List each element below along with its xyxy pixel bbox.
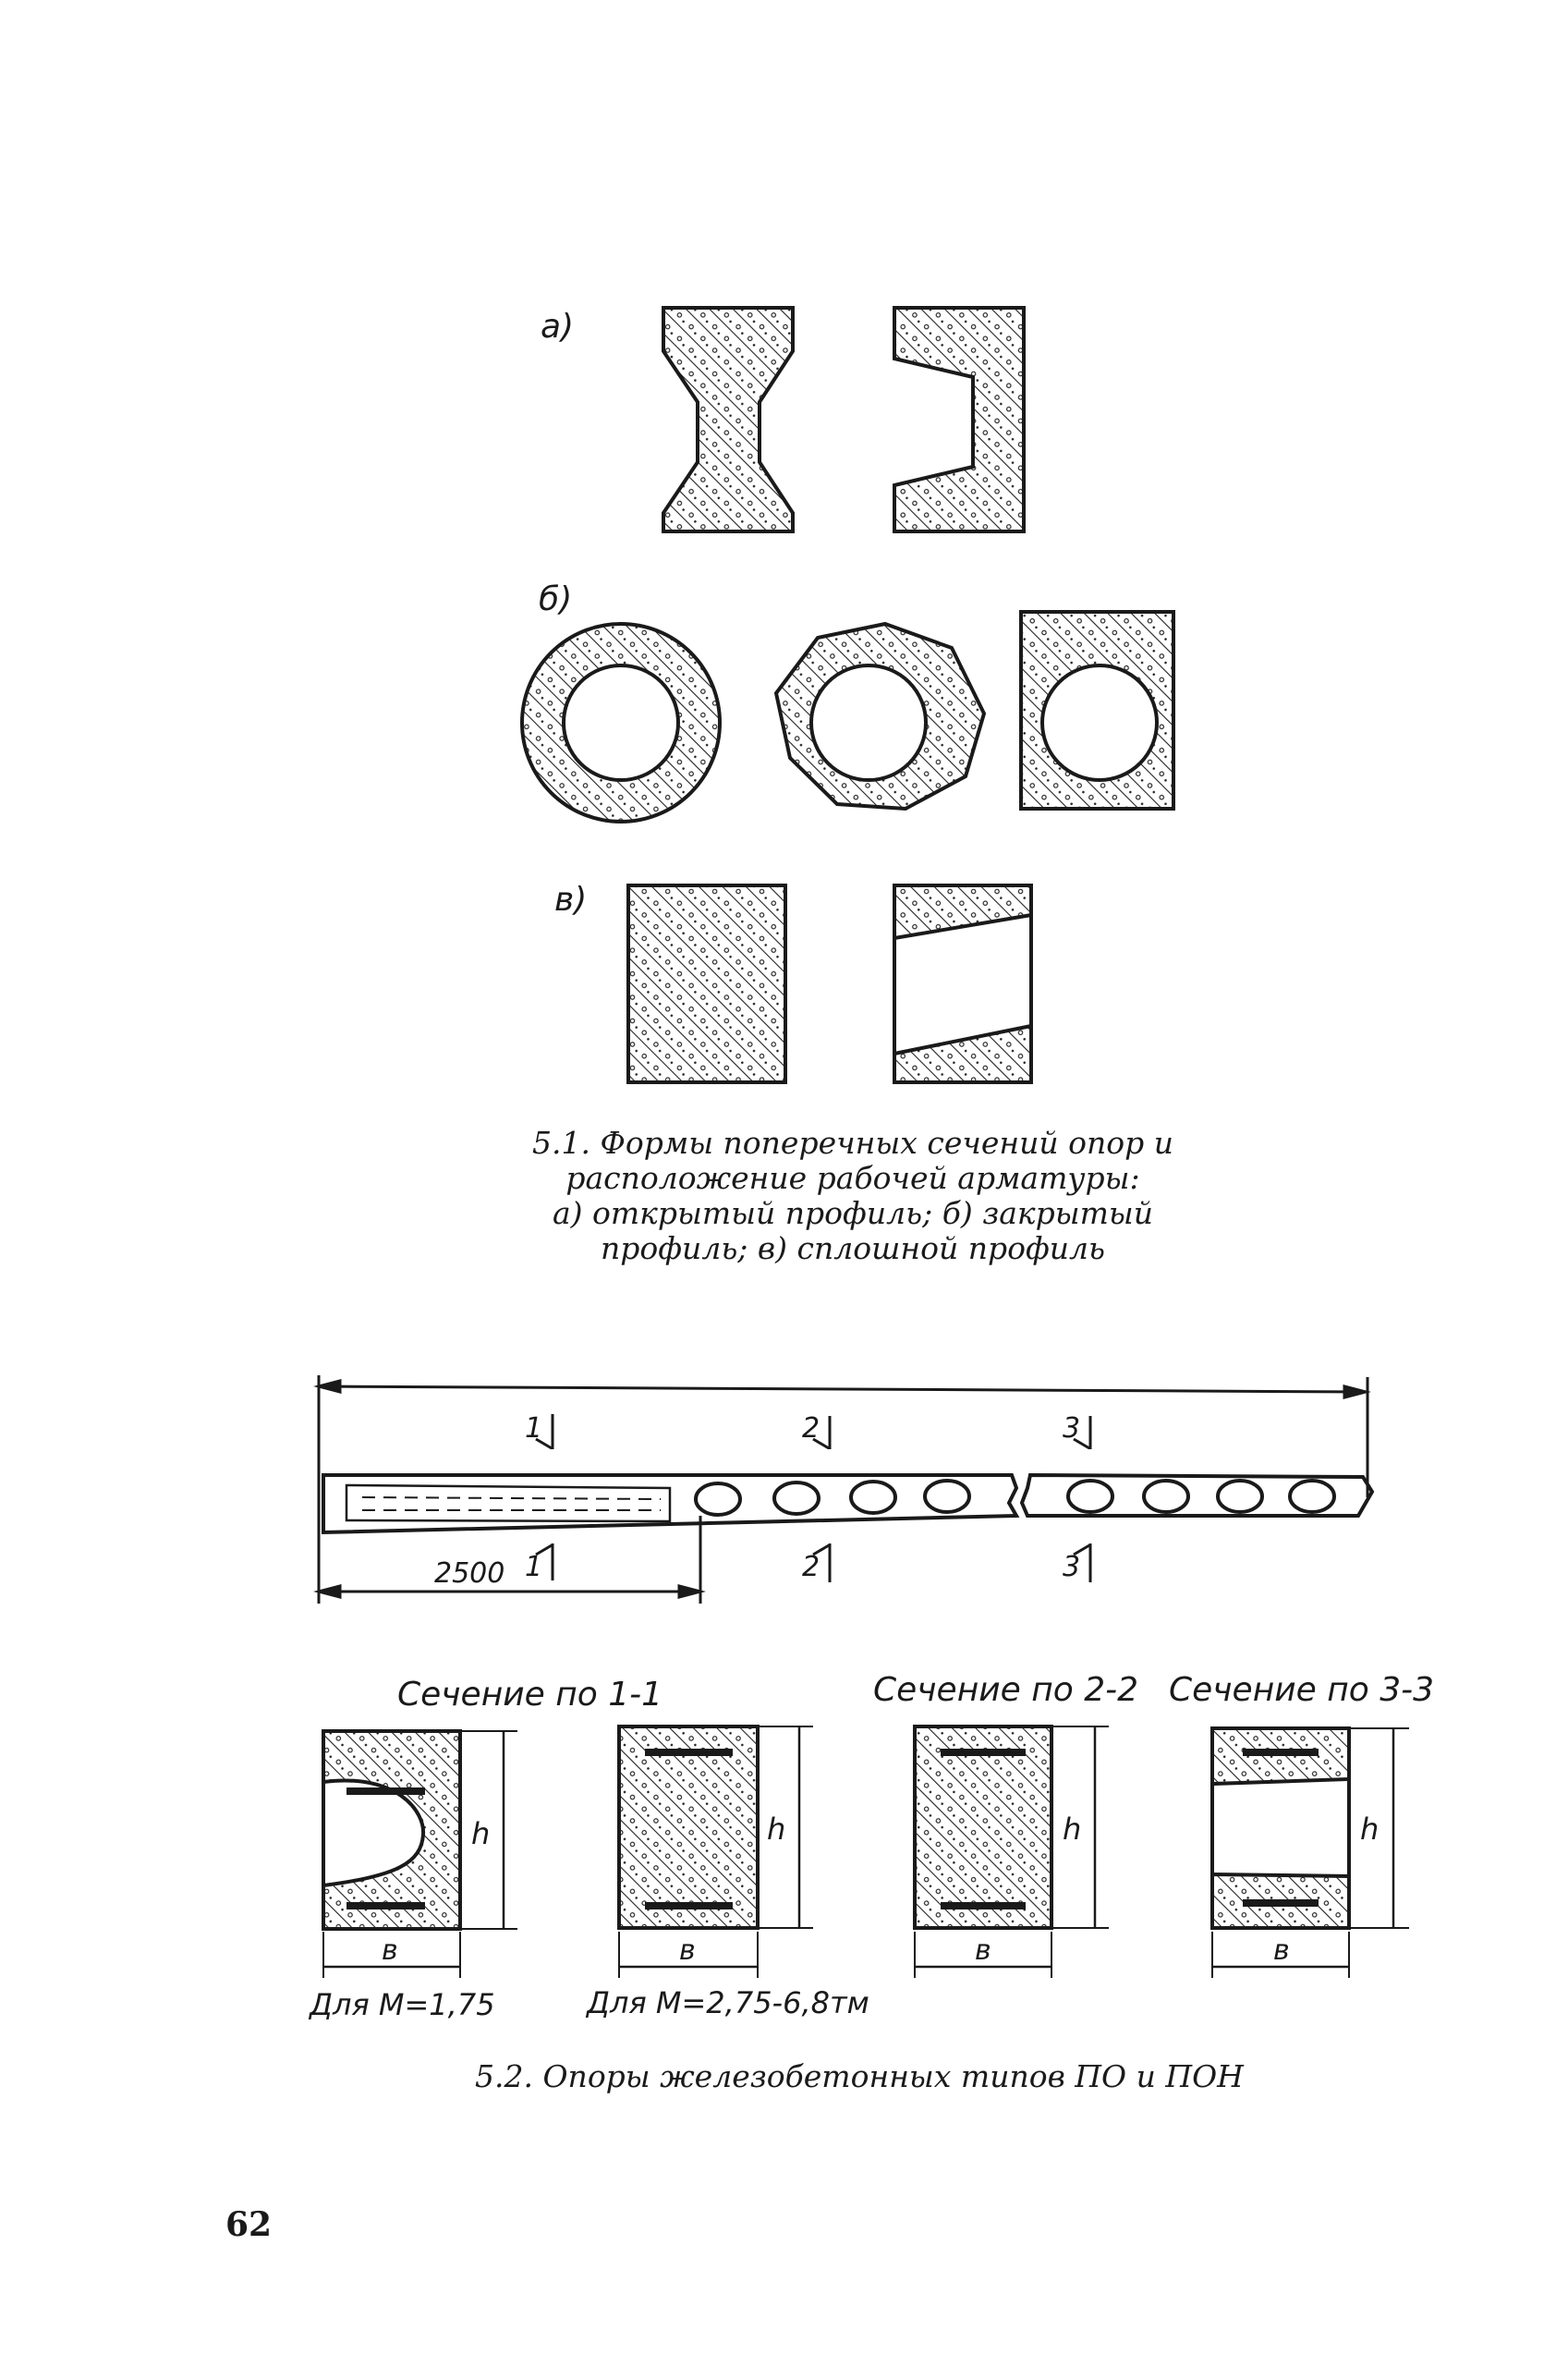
section-1-1: h в [322, 1729, 517, 1978]
figure-5-2-caption: 5.2. Опоры железобетонных типов ПО и ПОН [444, 2059, 1275, 2094]
note-m175: Для М=1,75 [308, 1987, 495, 2022]
label-c: в) [554, 881, 587, 919]
box-hole-section [1019, 610, 1175, 811]
figure-5-1: а) б) в) [519, 306, 1175, 1084]
section-solid-b: в [679, 1934, 696, 1967]
mark-2-top: 2 [802, 1412, 820, 1445]
dim-2500: 2500 [313, 1516, 706, 1604]
figure-5-2-sections: Сечение по 1-1 Сечение по 2-2 Сечение по… [308, 1671, 1434, 2022]
polygon-ring-section [773, 621, 987, 811]
mark-3-top: 3 [1063, 1412, 1080, 1445]
caption-line-2: расположение рабочей арматуры: [565, 1160, 1140, 1196]
label-a: а) [541, 308, 574, 346]
section-3-b: в [1273, 1934, 1290, 1967]
section-3-3: h в [1210, 1726, 1409, 1978]
section-3-h: h [1360, 1812, 1379, 1847]
caption-line-1: 5.1. Формы поперечных сечений опор и [531, 1125, 1174, 1161]
channel-section [893, 306, 1026, 533]
section-1-h: h [471, 1816, 490, 1851]
section-1-b: в [382, 1934, 398, 1967]
section-2-title: Сечение по 2-2 [873, 1671, 1138, 1709]
solid-section [626, 884, 787, 1084]
section-2-h: h [1063, 1812, 1081, 1847]
section-2-2: h в [913, 1725, 1109, 1978]
solid-gap-section [893, 884, 1033, 1084]
caption-5-2: 5.2. Опоры железобетонных типов ПО и ПОН [475, 2058, 1244, 2094]
mark-1-top: 1 [525, 1412, 542, 1445]
caption-line-4: профиль; в) сплошной профиль [600, 1230, 1105, 1266]
section-solid: h в [617, 1725, 813, 1978]
caption-line-3: а) открытый профиль; б) закрытый [552, 1195, 1154, 1231]
note-m275: Для М=2,75-6,8тм [585, 1985, 869, 2020]
section-solid-h: h [767, 1812, 785, 1847]
figure-5-2-elevation: 1 2 3 1 2 3 2500 [313, 1375, 1375, 1604]
ring-section [519, 622, 723, 824]
label-b: б) [539, 580, 572, 618]
overall-dim-line [318, 1385, 1367, 1394]
section-1-title: Сечение по 1-1 [397, 1676, 662, 1714]
mark-1-bottom: 1 [525, 1551, 542, 1583]
mark-2-bottom: 2 [802, 1551, 820, 1583]
section-marks [535, 1414, 1092, 1582]
section-2-b: в [975, 1934, 991, 1967]
mark-3-bottom: 3 [1063, 1551, 1080, 1583]
dim-2500-text: 2500 [434, 1557, 504, 1590]
pole-body [322, 1472, 1375, 1535]
figure-5-1-caption: 5.1. Формы поперечных сечений опор и рас… [506, 1126, 1199, 1266]
page-number: 62 [225, 2205, 273, 2244]
section-3-title: Сечение по 3-3 [1169, 1671, 1434, 1709]
i-section [662, 306, 795, 533]
